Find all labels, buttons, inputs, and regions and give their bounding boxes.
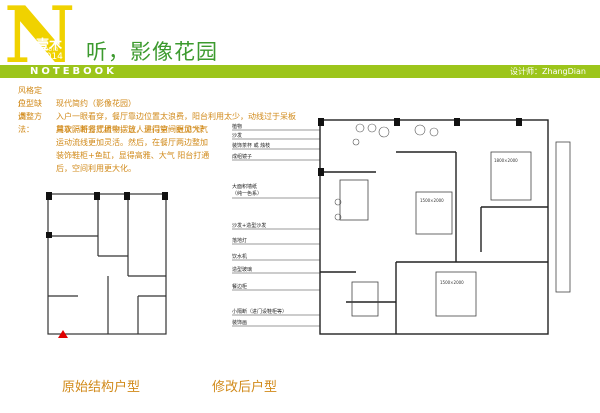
logo-year: 2014	[40, 52, 63, 62]
logo-letter: N	[4, 0, 75, 66]
banner-brand: NOTEBOOK	[30, 66, 117, 77]
caption-modified: 修改后户型	[212, 380, 278, 395]
annotation: 成组镜子	[232, 154, 253, 160]
annotation: 小隔断（进门设鞋柜等）	[232, 309, 288, 315]
annotation: 装饰画	[232, 320, 248, 326]
ideas-line: 装饰鞋柜+鱼缸，显得高雅、大气 阳台打通	[56, 151, 210, 160]
annotation: 大面积墙纸	[232, 184, 258, 190]
studio-logo: N 壹木 STUDIO 2014	[0, 0, 82, 66]
ideas-row: 调整方法： 用软隔断方式植物，让人进门第一眼见“绿	[18, 110, 204, 136]
logo-sub: STUDIO	[38, 47, 60, 52]
ideas-label: 调整方法：	[18, 112, 42, 134]
ideas-line: 后，空间利用更大化。	[56, 164, 136, 173]
original-floor-plan	[46, 192, 168, 338]
designer-credit: 设计师：ZhangDian	[510, 67, 586, 76]
logo-brand: 壹木	[36, 38, 63, 53]
style-label: 风格定位：	[18, 86, 42, 108]
bed-label: 1500×2000	[420, 198, 444, 203]
annotation-leaders	[232, 129, 320, 327]
annotation: 餐边柜	[232, 284, 248, 290]
banner-bar: NOTEBOOK 设计师：ZhangDian	[0, 65, 600, 78]
ideas-line: 其次，将餐厅居中摆放，显得空间更加大气	[56, 125, 208, 134]
defects-row: 户型缺点： 入户一眼看穿，餐厅靠边位置太浪费，阳台利用太少，动线过于呆板	[18, 97, 296, 123]
ideas-line: 运动流线更加灵活。然后，在餐厅两边整加	[56, 138, 208, 147]
annotation: 造型玻璃	[232, 267, 253, 273]
annotation: 植物	[232, 124, 243, 130]
annotation: 沙发	[232, 133, 243, 139]
page-title: 听，影像花园	[86, 40, 218, 64]
modified-floor-plan: 1500×2000 1800×2000 1500×2000	[318, 118, 571, 335]
annotation: 装饰茶杯 或 烛枝	[232, 143, 271, 149]
defects-label: 户型缺点：	[18, 99, 42, 121]
annotation: 饮水机	[232, 254, 248, 260]
caption-original: 原始结构户型	[62, 380, 141, 395]
annotation: 沙发+造型沙发	[232, 223, 267, 229]
bed-label: 1500×2000	[440, 280, 464, 285]
style-value: 现代简约（影像花园）	[56, 99, 136, 108]
defects-value: 入户一眼看穿，餐厅靠边位置太浪费，阳台利用太少，动线过于呆板	[56, 112, 296, 121]
annotation: （纯一色系）	[232, 191, 263, 197]
ideas-line: 用软隔断方式植物，让人进门第一眼见“绿	[56, 125, 205, 134]
style-row: 风格定位： 现代简约（影像花园）	[18, 84, 136, 110]
bed-label: 1800×2000	[494, 158, 518, 163]
annotation: 落地灯	[232, 238, 248, 244]
entrance-arrow-icon	[58, 330, 68, 338]
